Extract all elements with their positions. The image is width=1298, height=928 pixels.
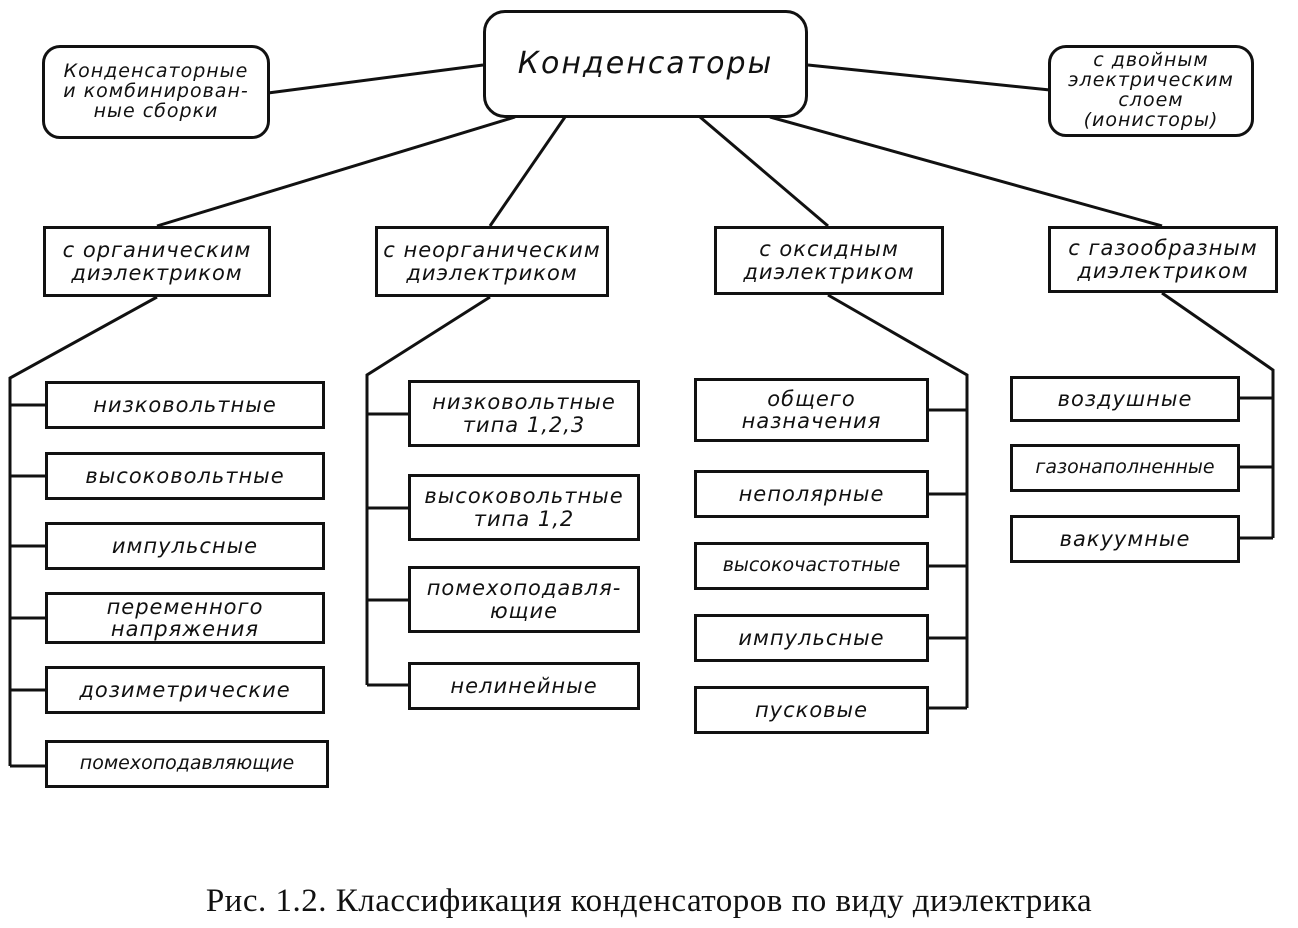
item-label: воздушные — [1057, 386, 1193, 411]
item-organic-suppression: помехоподавляющие — [45, 740, 329, 788]
category-label: с неорганическим диэлектриком — [383, 238, 601, 285]
category-label: с органическим диэлектриком — [62, 238, 252, 285]
root-node-label: Конденсаторы — [517, 46, 774, 82]
item-label: высоковольтные — [85, 463, 285, 488]
bracket-group-1 — [8, 295, 158, 766]
item-gas-filled: газонаполненные — [1010, 444, 1240, 492]
item-label: вакуумные — [1059, 526, 1191, 551]
item-organic-ac: переменного напряжения — [45, 592, 325, 644]
category-gaseous: с газообразным диэлектриком — [1048, 226, 1278, 293]
item-label: неполярные — [738, 481, 885, 506]
item-inorganic-low-voltage: низковольтные типа 1,2,3 — [408, 380, 640, 447]
item-label: дозиметрические — [79, 677, 291, 702]
category-oxide: с оксидным диэлектриком — [714, 226, 944, 295]
item-label: высокочастотные — [722, 554, 901, 577]
item-inorganic-suppression: помехоподавля- ющие — [408, 566, 640, 633]
category-inorganic: с неорганическим диэлектриком — [375, 226, 609, 297]
item-organic-high-voltage: высоковольтные — [45, 452, 325, 500]
item-label: переменного напряжения — [106, 594, 264, 641]
item-organic-pulse: импульсные — [45, 522, 325, 570]
side-node-assemblies: Конденсаторные и комбинирован- ные сборк… — [42, 45, 270, 139]
item-label: импульсные — [738, 625, 885, 650]
item-oxide-starting: пусковые — [694, 686, 929, 734]
item-label: низковольтные — [93, 392, 277, 417]
item-label: низковольтные типа 1,2,3 — [432, 390, 616, 437]
connector-root-cat4 — [769, 115, 1163, 228]
root-node: Конденсаторы — [483, 10, 808, 118]
side-node-assemblies-label: Конденсаторные и комбинирован- ные сборк… — [63, 60, 249, 122]
item-oxide-nonpolar: неполярные — [694, 470, 929, 518]
connector-root-cat3 — [699, 115, 829, 228]
item-label: импульсные — [111, 533, 259, 558]
item-gas-vacuum: вакуумные — [1010, 515, 1240, 563]
item-label: нелинейные — [450, 673, 598, 698]
item-oxide-general: общего назначения — [694, 378, 929, 442]
figure-caption: Рис. 1.2. Классификация конденсаторов по… — [205, 883, 1093, 919]
category-label: с оксидным диэлектриком — [743, 237, 915, 284]
bracket-group-4 — [1161, 291, 1275, 538]
item-inorganic-high-voltage: высоковольтные типа 1,2 — [408, 474, 640, 541]
item-label: помехоподавляющие — [79, 752, 295, 775]
item-label: газонаполненные — [1035, 456, 1215, 479]
item-organic-dosimetric: дозиметрические — [45, 666, 325, 714]
side-node-ionistors-label: с двойным электрическим слоем (ионисторы… — [1068, 49, 1234, 131]
connector-root-cat1 — [156, 115, 516, 228]
category-organic: с органическим диэлектриком — [43, 226, 271, 297]
connector-root-cat2 — [488, 116, 567, 227]
side-node-ionistors: с двойным электрическим слоем (ионисторы… — [1048, 45, 1254, 137]
item-oxide-high-frequency: высокочастотные — [694, 542, 929, 590]
connector-root-left — [267, 63, 484, 95]
bracket-group-2 — [365, 295, 491, 685]
connector-root-right — [807, 63, 1051, 92]
item-gas-air: воздушные — [1010, 376, 1240, 422]
item-label: общего назначения — [741, 386, 882, 433]
item-label: высоковольтные типа 1,2 — [424, 484, 624, 531]
item-oxide-pulse: импульсные — [694, 614, 929, 662]
bracket-group-3 — [827, 293, 969, 708]
item-label: помехоподавля- ющие — [426, 576, 622, 623]
item-label: пусковые — [754, 697, 869, 722]
item-organic-low-voltage: низковольтные — [45, 381, 325, 429]
item-inorganic-nonlinear: нелинейные — [408, 662, 640, 710]
category-label: с газообразным диэлектриком — [1068, 236, 1258, 283]
